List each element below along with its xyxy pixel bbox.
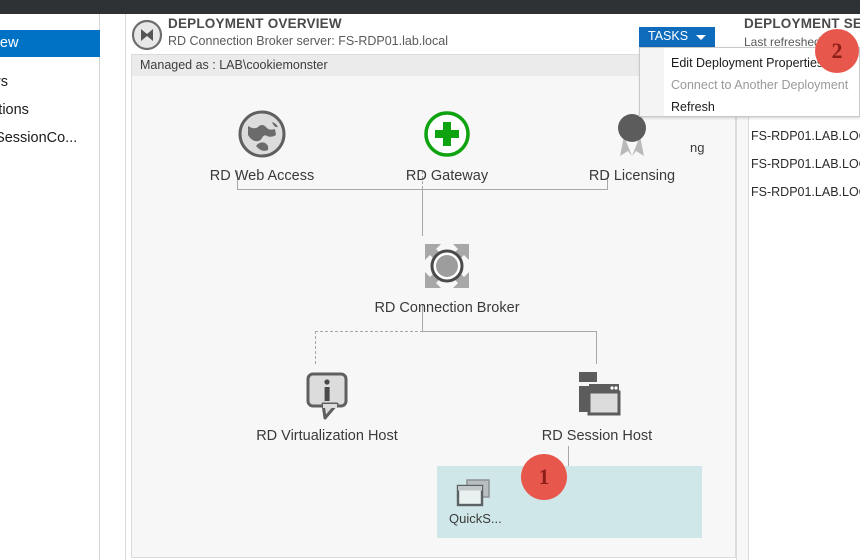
page-title: DEPLOYMENT OVERVIEW: [168, 16, 342, 31]
node-label: RD Licensing: [588, 168, 676, 184]
sidebar-item-label: Collections: [0, 102, 29, 118]
page-subtitle: RD Connection Broker server: FS-RDP01.la…: [168, 34, 448, 48]
connector-bus-to-broker: [422, 189, 423, 236]
connector-sessionhost-h: [422, 331, 597, 332]
broker-arrows-icon: [419, 238, 475, 294]
node-rd-licensing[interactable]: RD Licensing: [552, 106, 712, 184]
sidebar-item-quicksessioncollection[interactable]: QuickSessionCo...: [0, 125, 100, 152]
connector-virtualization-dashed-h: [315, 331, 423, 332]
chevron-down-icon: [696, 35, 706, 40]
deployment-servers-title: DEPLOYMENT SER: [744, 16, 860, 31]
table-row[interactable]: FS-RDP01.LAB.LOCAL: [751, 185, 860, 199]
collection-tile-label: QuickS...: [449, 511, 502, 526]
connector-virtualization-dashed-v: [315, 331, 316, 364]
sidebar-item-collections[interactable]: Collections: [0, 97, 100, 124]
menu-item-refresh[interactable]: Refresh: [671, 100, 715, 114]
managed-as-text: Managed as : LAB\cookiemonster: [140, 58, 328, 72]
node-label: RD Session Host: [541, 428, 653, 444]
sidebar-item-label: Overview: [0, 35, 19, 51]
last-refreshed-label: Last refreshed on: [744, 35, 838, 49]
server-window-icon: [569, 366, 625, 422]
menu-item-connect-to-another-deployment: Connect to Another Deployment: [671, 78, 849, 92]
sidebar-item-servers[interactable]: Servers: [0, 69, 100, 96]
menu-gutter: [640, 48, 664, 116]
node-rd-gateway[interactable]: RD Gateway: [367, 106, 527, 184]
navigation-sidebar: Overview Servers Collections QuickSessio…: [0, 14, 100, 560]
table-gutter: [737, 55, 749, 560]
managed-as-bar: Managed as : LAB\cookiemonster: [131, 54, 736, 76]
green-plus-circle-icon: [419, 106, 475, 162]
sidebar-item-overview[interactable]: Overview: [0, 30, 100, 57]
connector-gateway-dashed: [422, 171, 423, 189]
connector-webaccess-stub: [237, 171, 238, 189]
connector-broker-drop: [422, 304, 423, 331]
node-rd-virtualization-host[interactable]: RD Virtualization Host: [232, 366, 422, 444]
overview-header: DEPLOYMENT OVERVIEW RD Connection Broker…: [126, 14, 736, 52]
globe-icon: [234, 106, 290, 162]
tasks-button[interactable]: TASKS: [639, 27, 715, 47]
window-title-bar: [0, 0, 860, 14]
node-label: RD Virtualization Host: [256, 428, 398, 444]
annotation-badge-1: 1: [521, 454, 567, 500]
node-label: RD Gateway: [405, 168, 489, 184]
sidebar-item-label: QuickSessionCo...: [0, 130, 78, 146]
table-row[interactable]: FS-RDP01.LAB.LOCAL: [751, 157, 860, 171]
node-rd-connection-broker[interactable]: RD Connection Broker: [367, 238, 527, 316]
table-row[interactable]: FS-RDP01.LAB.LOCAL: [751, 129, 860, 143]
deployment-diagram-canvas: RD Web Access RD Gateway: [131, 76, 736, 558]
annotation-badge-2: 2: [815, 29, 859, 73]
info-bubble-icon: [299, 366, 355, 422]
menu-item-edit-deployment-properties[interactable]: Edit Deployment Properties: [671, 56, 824, 70]
connector-sessionhost-v: [596, 331, 597, 364]
award-ribbon-icon: [604, 106, 660, 162]
node-rd-session-host[interactable]: RD Session Host: [502, 366, 692, 444]
deployment-servers-table: Server FQDN FS-RDP01.LAB.LOCAL FS-RDP01.…: [736, 54, 860, 560]
connector-sessionhost-to-collection: [568, 446, 569, 466]
collection-tile-quicksessioncollection[interactable]: QuickS...: [437, 466, 702, 538]
deployment-overview-pane: DEPLOYMENT OVERVIEW RD Connection Broker…: [125, 14, 736, 560]
sidebar-content-gap: [101, 14, 125, 560]
sidebar-item-label: Servers: [0, 74, 8, 90]
node-label: RD Web Access: [209, 168, 315, 184]
stacked-windows-icon: [455, 478, 493, 508]
connector-licensing-stub: [607, 171, 608, 189]
node-label: RD Connection Broker: [374, 300, 520, 316]
background-text-fragment: ng: [690, 140, 705, 155]
node-rd-web-access[interactable]: RD Web Access: [182, 106, 342, 184]
tasks-button-label: TASKS: [648, 29, 689, 43]
deployment-overview-icon: [131, 19, 163, 51]
